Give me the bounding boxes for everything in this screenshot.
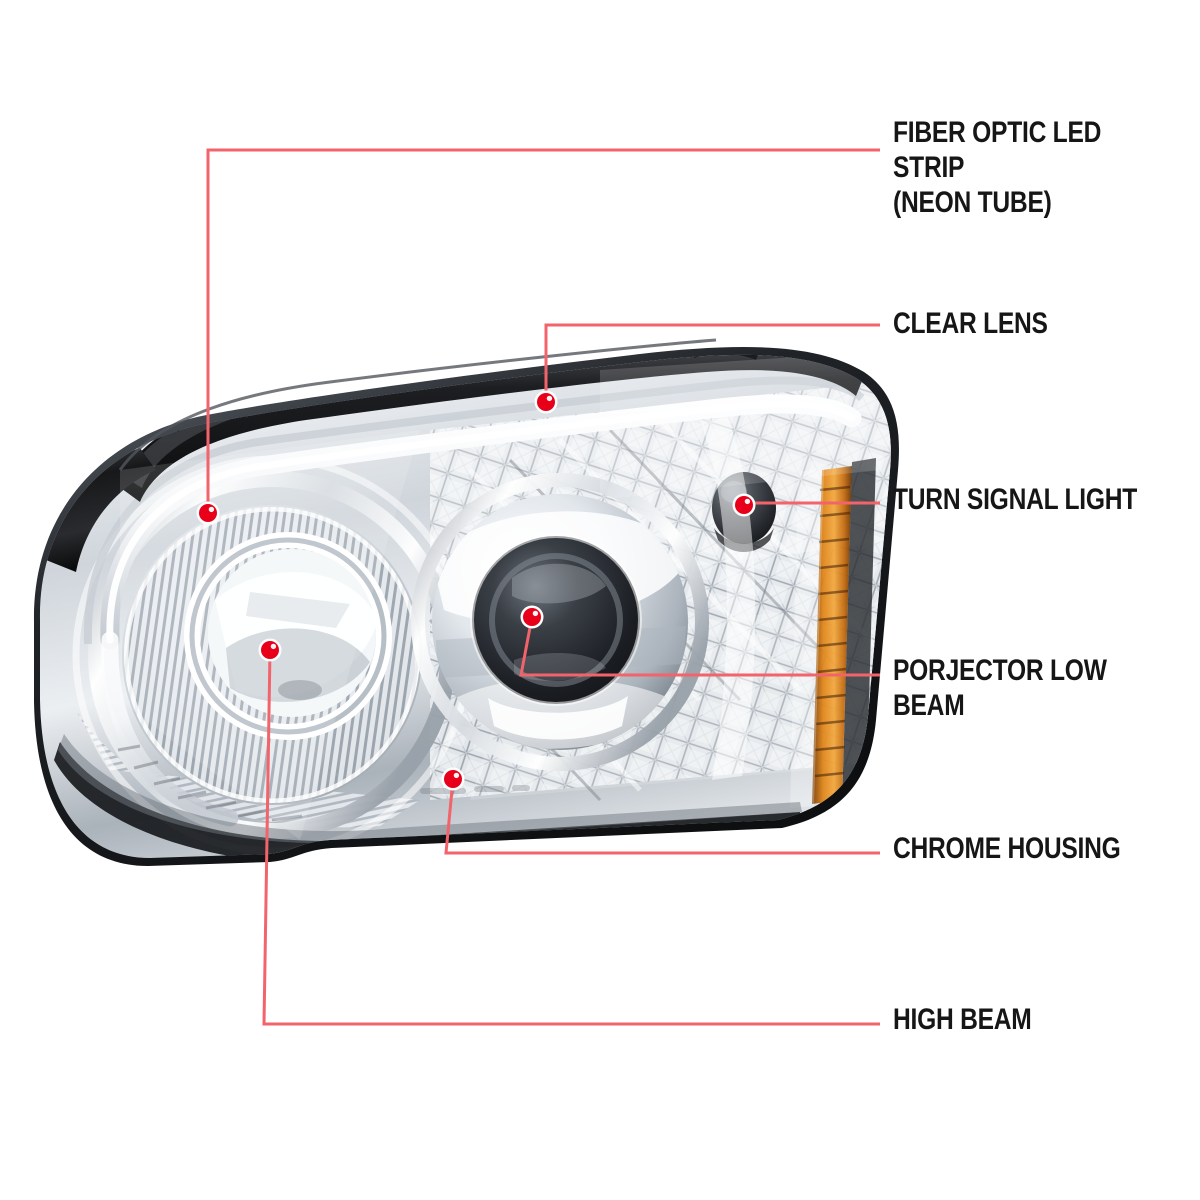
projector-lens — [472, 536, 640, 704]
callout-marker-chrome-housing[interactable] — [441, 767, 465, 791]
amber-side-marker — [812, 466, 852, 804]
callout-label-turn-signal-light: TURN SIGNAL LIGHT — [893, 483, 1138, 516]
callout-label-chrome-housing: CHROME HOUSING — [893, 832, 1121, 865]
leader-line-fiber-optic-led-strip — [206, 148, 880, 513]
leader-line-turn-signal-light — [742, 501, 880, 505]
leader-line-clear-lens — [544, 323, 880, 402]
leader-line-high-beam — [262, 649, 880, 1026]
leader-line-porjector-low-beam — [519, 616, 880, 677]
callout-label-high-beam: HIGH BEAM — [893, 1003, 1032, 1036]
callout-label-clear-lens: CLEAR LENS — [893, 307, 1048, 340]
leader-line-chrome-housing — [444, 778, 880, 855]
callout-marker-fiber-optic-led-strip[interactable] — [196, 501, 220, 525]
callout-marker-porjector-low-beam[interactable] — [520, 605, 544, 629]
callout-label-fiber-optic-led-strip: FIBER OPTIC LED STRIP (NEON TUBE) — [893, 116, 1102, 219]
callout-label-porjector-low-beam: PORJECTOR LOW BEAM — [893, 654, 1107, 722]
callout-marker-high-beam[interactable] — [258, 638, 282, 662]
callout-marker-clear-lens[interactable] — [534, 390, 558, 414]
callout-marker-turn-signal-light[interactable] — [732, 493, 756, 517]
left-rubber-tail — [46, 448, 156, 572]
